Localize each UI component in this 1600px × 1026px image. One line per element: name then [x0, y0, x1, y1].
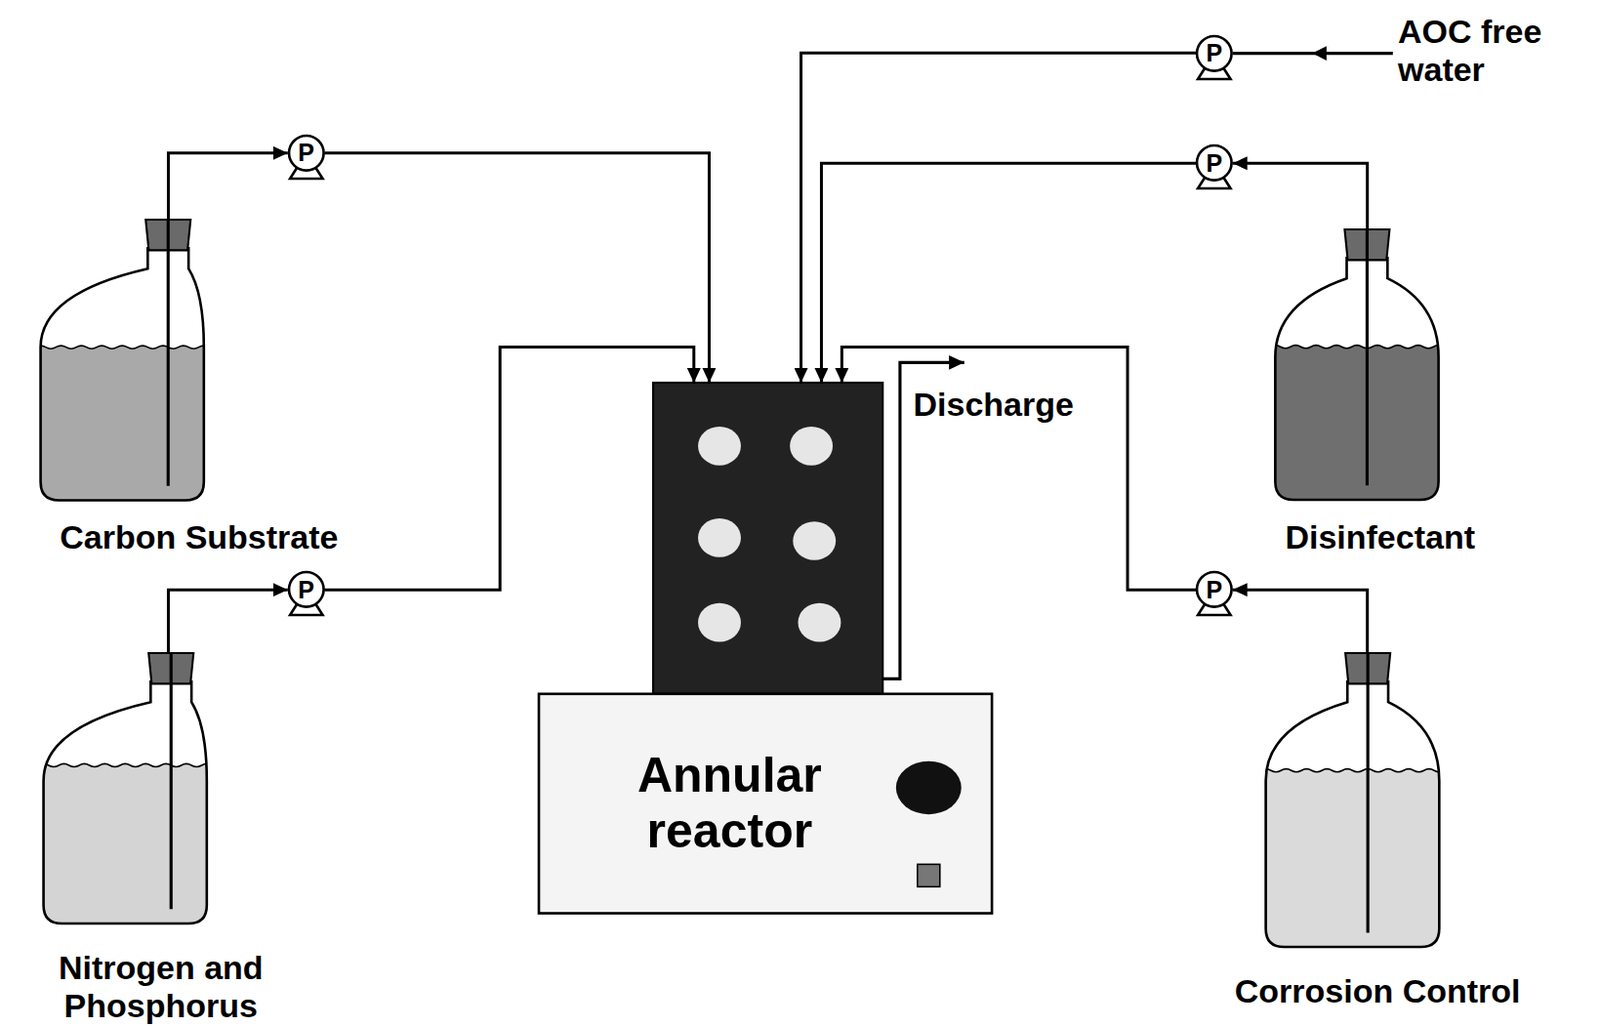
bottle-outline	[43, 681, 207, 924]
flow-line	[167, 589, 288, 654]
bottle-label: Carbon Substrate	[59, 518, 338, 557]
flow-line	[1232, 163, 1368, 230]
pump-node: P	[1195, 35, 1233, 73]
dip-tube	[169, 653, 173, 909]
text-holder: Corrosion Control	[1184, 972, 1572, 1011]
flow-arrowhead	[1312, 45, 1327, 61]
pump-letter: P	[297, 138, 315, 167]
liquid	[36, 345, 220, 506]
stopper	[145, 219, 191, 250]
reactor-vessel	[653, 382, 883, 695]
stopper	[1345, 653, 1391, 684]
bottle-node: Nitrogen and Phosphorus	[3, 653, 319, 1026]
outlet-label: Discharge	[913, 385, 1139, 424]
liquid	[38, 763, 222, 929]
power-switch	[917, 863, 941, 887]
dip-tube	[166, 219, 170, 487]
pump-circle	[1196, 36, 1232, 72]
liquid	[1270, 345, 1454, 506]
free-label-holder: Discharge	[913, 385, 1139, 424]
speed-knob	[896, 761, 962, 815]
coupon-port	[797, 603, 841, 643]
text-holder: P	[287, 134, 326, 172]
bottle-shape	[1244, 229, 1516, 556]
bottle-label: Corrosion Control	[1234, 972, 1521, 1011]
pump-letter: P	[1206, 575, 1224, 605]
liquid-surface	[1260, 769, 1444, 773]
reactor-base	[538, 694, 992, 914]
stopper	[1345, 229, 1391, 260]
dip-tube	[1365, 653, 1369, 684]
bottle-shape	[4, 219, 393, 557]
bottle-label: Disinfectant	[1284, 518, 1476, 557]
text-holder: Carbon Substrate	[4, 518, 393, 557]
bottle-outline	[1275, 257, 1439, 500]
reactor-label: Annular reactor	[571, 747, 888, 861]
bottle-node: Corrosion Control	[1184, 653, 1572, 1011]
coupon-port	[789, 426, 833, 466]
liquid-surface	[36, 345, 220, 349]
text-holder: Nitrogen and Phosphorus	[3, 948, 319, 1026]
pump-letter: P	[297, 575, 315, 605]
bottle-label: Nitrogen and Phosphorus	[3, 948, 319, 1026]
pump-circle	[288, 135, 325, 171]
pump-letter: P	[1206, 39, 1224, 68]
pump-letter: P	[1206, 149, 1224, 178]
flow-line	[841, 346, 1196, 590]
dip-tube	[169, 653, 173, 684]
liquid-surface	[1270, 345, 1454, 349]
bottle-outline	[1265, 681, 1439, 947]
bottle-outline	[41, 247, 205, 500]
coupon-port	[697, 426, 741, 466]
stopper	[148, 653, 194, 684]
bottle-node: Carbon Substrate	[4, 219, 393, 557]
bottle-node: Disinfectant	[1244, 229, 1516, 556]
text-holder: Annular reactor	[571, 708, 888, 898]
pump-node: P	[287, 571, 326, 609]
pump-circle	[1196, 572, 1232, 608]
source-label: AOC free water	[1397, 12, 1593, 89]
pump-circle	[1196, 145, 1232, 181]
pump-circle	[288, 572, 325, 608]
text-holder: P	[1195, 571, 1233, 609]
flow-line	[167, 153, 288, 220]
dip-tube	[1365, 229, 1369, 260]
dip-tube	[1365, 653, 1369, 933]
free-label-holder: AOC free water	[1397, 12, 1593, 89]
text-holder: P	[1195, 144, 1233, 182]
pump-node: P	[1195, 144, 1233, 182]
liquid-surface	[38, 763, 222, 767]
text-holder: P	[287, 571, 326, 609]
flow-line	[1232, 589, 1368, 654]
coupon-port	[697, 518, 741, 558]
coupon-port	[792, 521, 836, 561]
flow-line	[324, 346, 694, 590]
reactor-node: Annular reactor	[538, 382, 992, 914]
text-holder: P	[1195, 35, 1233, 73]
dip-tube	[1365, 229, 1369, 486]
dip-tube	[166, 219, 170, 250]
flow-line	[820, 163, 1196, 383]
liquid	[1260, 769, 1444, 953]
flow-line	[801, 52, 1197, 383]
pump-node: P	[287, 134, 326, 172]
bottle-shape	[1184, 653, 1572, 1011]
coupon-port	[697, 603, 741, 643]
text-holder: Disinfectant	[1244, 518, 1516, 557]
pump-node: P	[1195, 571, 1233, 609]
